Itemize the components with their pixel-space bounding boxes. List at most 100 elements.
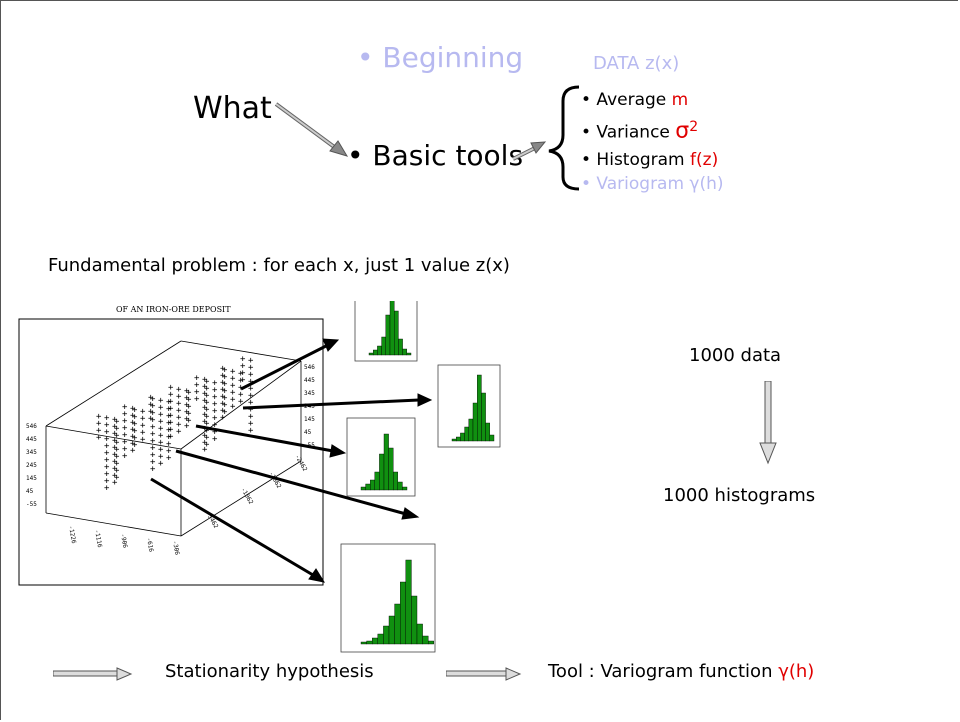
sample-cross: + <box>112 478 118 488</box>
sample-cross: + <box>194 388 200 398</box>
sample-cross: + <box>238 397 244 407</box>
histogram-count: 1000 histograms <box>663 485 816 506</box>
sample-cross: + <box>220 385 226 395</box>
histogram-bar <box>485 422 490 442</box>
sample-cross: + <box>184 421 190 431</box>
sample-cross: + <box>112 429 118 439</box>
sample-cross: + <box>130 446 136 456</box>
sample-cross: + <box>132 420 138 430</box>
sample-cross: + <box>158 452 164 462</box>
histogram-bar <box>360 486 366 491</box>
sample-cross: + <box>220 406 226 416</box>
sample-cross: + <box>150 422 156 432</box>
sample-cross: + <box>248 370 254 380</box>
sample-cross: + <box>122 437 128 447</box>
sample-cross: + <box>220 371 226 381</box>
z-tick: 546 <box>26 423 37 430</box>
sample-cross: + <box>248 384 254 394</box>
sample-cross: + <box>176 392 182 402</box>
sample-cross: + <box>158 438 164 448</box>
bottom-tick: -2462 <box>293 454 308 473</box>
right-tick: 145 <box>304 416 315 423</box>
sample-cross: + <box>238 369 244 379</box>
histogram-bar <box>398 338 403 356</box>
deposit-figure: 546 445 345 245 145 45 -55 546 445 345 2… <box>18 301 501 653</box>
sample-cross: + <box>248 405 254 415</box>
sample-cross: + <box>150 443 156 453</box>
histogram-bar <box>377 633 384 645</box>
histogram-bar <box>400 581 407 645</box>
histogram-bar <box>468 418 474 442</box>
histogram-bar <box>402 348 407 356</box>
sample-cross: + <box>150 401 156 411</box>
histogram-bar <box>388 615 395 645</box>
histogram-bar <box>477 374 482 442</box>
histogram-bar <box>481 392 486 442</box>
histogram-bar <box>427 640 434 645</box>
basic-tools-label: • Basic tools <box>347 139 524 172</box>
sample-cross: + <box>112 471 118 481</box>
sample-cross: + <box>230 402 236 412</box>
sample-cross: + <box>112 450 118 460</box>
problem-statement: Fundamental problem : for each x, just 1… <box>48 255 510 276</box>
sample-cross: + <box>230 381 236 391</box>
sample-cross: + <box>158 403 164 413</box>
histogram-bar <box>464 426 470 442</box>
sample-cross: + <box>104 428 110 438</box>
sample-cross: + <box>114 459 120 469</box>
sample-cross: + <box>238 376 244 386</box>
sample-cross: + <box>132 413 138 423</box>
sample-cross: + <box>114 466 120 476</box>
sample-cross: + <box>168 425 174 435</box>
histogram-bar <box>451 438 457 442</box>
sample-cross: + <box>248 363 254 373</box>
sample-cross: + <box>122 423 128 433</box>
sample-cross: + <box>202 382 208 392</box>
sample-cross: + <box>114 424 120 434</box>
sample-cross: + <box>140 414 146 424</box>
sample-cross: + <box>212 385 218 395</box>
histogram-bar <box>394 603 401 645</box>
sample-cross: + <box>194 395 200 405</box>
z-tick: 245 <box>26 462 37 469</box>
sample-cross: + <box>220 378 226 388</box>
sample-cross: + <box>140 421 146 431</box>
histogram-bar <box>472 402 478 442</box>
sample-cross: + <box>130 439 136 449</box>
sample-cross: + <box>130 411 136 421</box>
sample-cross: + <box>114 445 120 455</box>
sample-cross: + <box>202 438 208 448</box>
sample-cross: + <box>166 398 172 408</box>
sample-cross: + <box>158 410 164 420</box>
data-label: DATA z(x) <box>593 53 680 74</box>
right-tick: 345 <box>304 390 315 397</box>
sample-cross: + <box>248 419 254 429</box>
sample-cross: + <box>222 408 228 418</box>
sample-cross: + <box>114 452 120 462</box>
sample-cross: + <box>202 410 208 420</box>
sample-cross: + <box>122 444 128 454</box>
sample-cross: + <box>220 364 226 374</box>
beginning-item: • Beginning <box>357 41 524 74</box>
sample-cross: + <box>240 368 246 378</box>
z-tick: 145 <box>26 475 37 482</box>
sample-cross: + <box>150 450 156 460</box>
histogram-bar <box>383 625 390 645</box>
histogram-bar <box>402 486 408 491</box>
sample-cross: + <box>204 440 210 450</box>
sample-cross: + <box>158 424 164 434</box>
sample-cross: + <box>122 430 128 440</box>
z-axis-labels: 546 445 345 245 145 45 -55 <box>26 423 37 508</box>
sample-cross: + <box>222 373 228 383</box>
sample-cross: + <box>166 405 172 415</box>
sample-cross: + <box>202 403 208 413</box>
histogram-1 <box>354 301 418 362</box>
sample-cross: + <box>104 484 110 494</box>
top-arrows <box>274 85 580 191</box>
histogram-bar <box>416 623 423 645</box>
z-tick: 345 <box>26 449 37 456</box>
variance-symbol: σ <box>675 118 690 144</box>
sample-cross: + <box>166 433 172 443</box>
sample-cross: + <box>240 354 246 364</box>
